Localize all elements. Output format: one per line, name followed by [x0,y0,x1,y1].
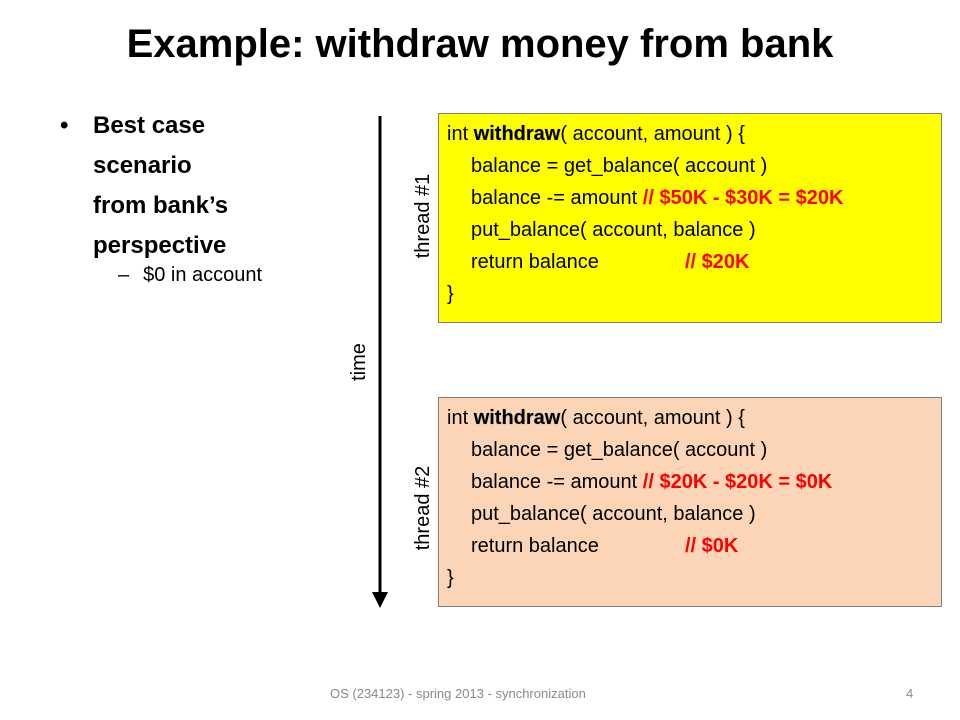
thread2-line-4: put_balance( account, balance ) [471,503,756,525]
thread2-line-6: } [447,567,454,589]
time-label: time [348,343,370,381]
keyword-int: int [447,123,474,145]
keyword-int: int [447,407,474,429]
thread1-line-5: return balance // $20K [471,246,941,278]
thread2-line-5: return balance // $0K [471,530,941,562]
function-name: withdraw [473,407,561,429]
bullet-line-4: perspective [93,232,227,259]
thread1-line-1: int withdraw( account, amount ) { [447,118,941,150]
function-name: withdraw [473,123,561,145]
function-params: ( account, amount ) { [560,123,745,145]
thread1-label: thread #1 [412,173,434,259]
code-comment: // $20K - $20K = $0K [642,471,833,493]
code-text: balance -= amount [471,471,643,493]
bullet-line-3: from bank’s [93,192,229,219]
function-params: ( account, amount ) { [560,407,745,429]
thread1-line-6: } [447,283,454,305]
time-arrow [372,116,388,608]
code-comment: // $20K [685,251,750,273]
thread1-code-box: int withdraw( account, amount ) { balanc… [438,113,942,323]
time-arrow-head [372,592,388,608]
bullet-line-1: Best case [93,112,206,139]
main-bullet: • Best case scenario from bank’s perspec… [60,106,275,266]
code-comment: // $0K [685,535,739,557]
thread2-line-1: int withdraw( account, amount ) { [447,402,941,434]
thread1-line-3: balance -= amount // $50K - $30K = $20K [471,182,941,214]
thread2-line-3: balance -= amount // $20K - $20K = $0K [471,466,941,498]
sub-bullet: –$0 in account [118,264,262,287]
code-text: return balance [471,535,599,557]
slide-title: Example: withdraw money from bank [126,22,834,66]
thread2-line-2: balance = get_balance( account ) [471,439,768,461]
thread1-line-4: put_balance( account, balance ) [471,219,756,241]
slide-footer: OS (234123) - spring 2013 - synchronizat… [330,686,586,701]
code-text: balance -= amount [471,187,643,209]
thread1-line-2: balance = get_balance( account ) [471,155,768,177]
thread2-label: thread #2 [412,465,434,551]
sub-bullet-marker: – [118,264,130,286]
sub-bullet-text: $0 in account [143,264,263,286]
bullet-marker: • [60,112,69,139]
bullet-line-2: scenario [93,152,192,179]
code-text: return balance [471,251,599,273]
page-number: 4 [906,686,914,701]
code-comment: // $50K - $30K = $20K [642,187,844,209]
thread2-code-box: int withdraw( account, amount ) { balanc… [438,397,942,607]
